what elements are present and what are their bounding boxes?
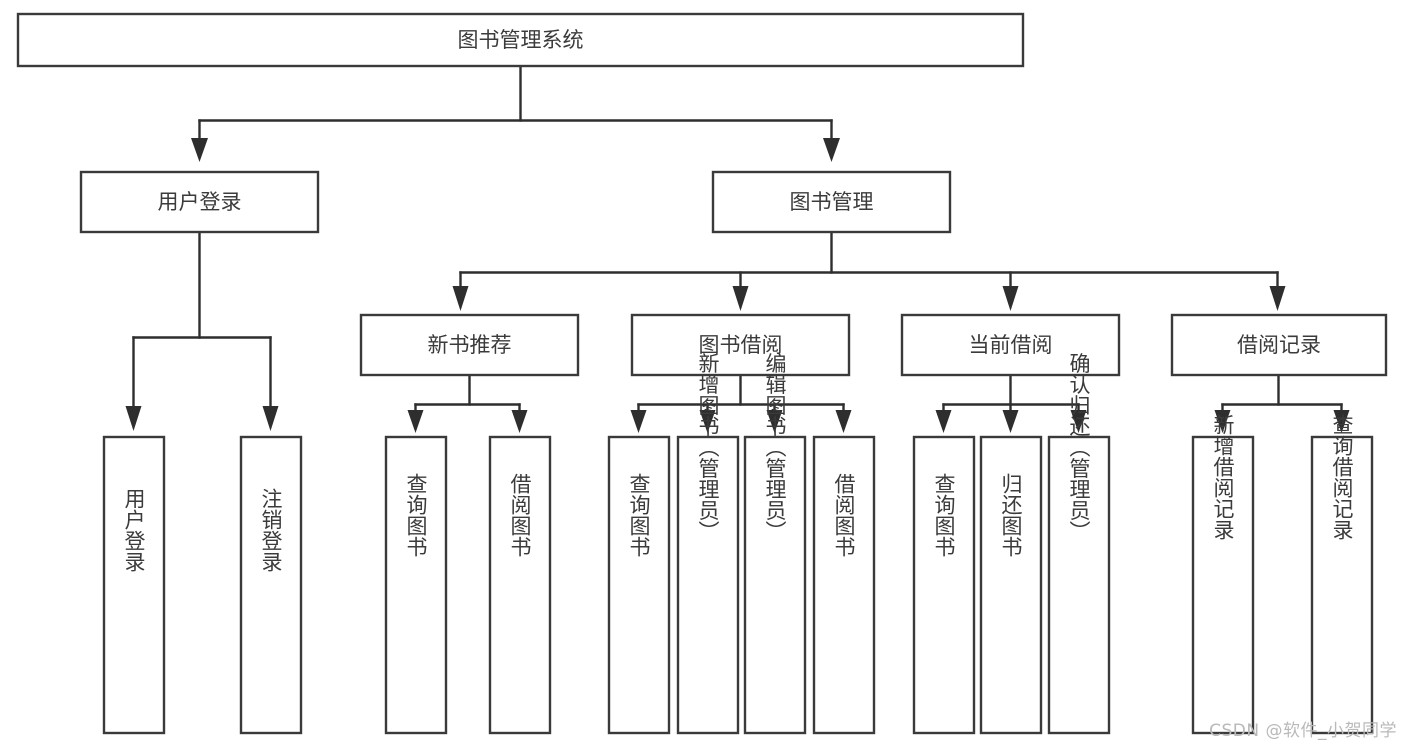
node-root[interactable]: 图书管理系统 (16, 12, 1025, 68)
node-leaf-user-login[interactable]: 用户登录 (102, 435, 166, 735)
node-leaf-borrow-book-2[interactable]: 借阅图书 (812, 435, 876, 735)
node-leaf-edit-book-admin-box[interactable] (743, 435, 807, 735)
arrow-borrow-record-leaf-2 (1333, 410, 1350, 433)
arrow-to-new-book-recommend (452, 286, 469, 311)
arrow-current-borrow-leaf-2 (1002, 410, 1019, 433)
node-leaf-query-book-2[interactable]: 查询图书 (607, 435, 671, 735)
arrow-borrow-record-leaf-1 (1214, 410, 1231, 433)
node-leaf-confirm-return-admin-label: 确认归还（管理员） (1067, 353, 1091, 542)
node-root-label: 图书管理系统 (458, 28, 584, 52)
node-new-book-recommend[interactable]: 新书推荐 (359, 313, 580, 377)
node-current-borrow-box[interactable] (900, 313, 1121, 377)
node-leaf-return-book-box[interactable] (979, 435, 1043, 735)
arrow-new-book-leaf-1 (407, 410, 424, 433)
arrow-to-current-borrow (1002, 286, 1019, 311)
arrow-book-borrow-leaf-3 (766, 410, 783, 433)
node-leaf-borrow-book-2-label: 借阅图书 (832, 473, 856, 557)
node-root-box[interactable] (16, 12, 1025, 68)
node-leaf-edit-book-admin-label: 编辑图书（管理员） (763, 353, 787, 542)
arrow-current-borrow-leaf-1 (935, 410, 952, 433)
node-leaf-return-book[interactable]: 归还图书 (979, 435, 1043, 735)
arrow-new-book-leaf-2 (511, 410, 528, 433)
node-leaf-user-login-label: 用户登录 (122, 488, 146, 572)
arrow-current-borrow-leaf-3 (1070, 410, 1087, 433)
arrow-root-to-user-login (191, 138, 208, 162)
node-leaf-logout-login-label: 注销登录 (259, 488, 283, 572)
node-user-login[interactable]: 用户登录 (79, 170, 320, 234)
node-leaf-add-borrow-record-box[interactable] (1191, 435, 1255, 735)
node-leaf-borrow-book-1-label: 借阅图书 (508, 473, 532, 557)
node-leaf-add-borrow-record[interactable]: 新增借阅记录 (1191, 414, 1255, 735)
connector-layer (125, 64, 1350, 433)
node-book-borrow-label: 图书借阅 (699, 333, 783, 357)
node-leaf-edit-book-admin[interactable]: 编辑图书（管理员） (743, 353, 807, 735)
node-user-login-box[interactable] (79, 170, 320, 234)
node-leaf-query-book-3-box[interactable] (912, 435, 976, 735)
csdn-watermark: CSDN @软件_小贺同学 (1209, 721, 1397, 741)
node-new-book-recommend-label: 新书推荐 (428, 333, 512, 357)
arrow-book-borrow-leaf-2 (699, 410, 716, 433)
arrow-to-borrow-record (1269, 286, 1286, 311)
node-leaf-confirm-return-admin[interactable]: 确认归还（管理员） (1047, 353, 1111, 735)
node-leaf-logout-login-box[interactable] (239, 435, 303, 735)
node-leaf-query-book-1[interactable]: 查询图书 (384, 435, 448, 735)
node-borrow-record[interactable]: 借阅记录 (1170, 313, 1388, 377)
node-leaf-query-borrow-record-box[interactable] (1310, 435, 1374, 735)
node-leaf-add-borrow-record-label: 新增借阅记录 (1211, 414, 1235, 540)
node-user-login-label: 用户登录 (158, 190, 242, 214)
node-leaf-query-book-3-label: 查询图书 (932, 473, 956, 557)
node-borrow-record-label: 借阅记录 (1237, 333, 1321, 357)
arrow-user-login-leaf-1 (125, 406, 142, 431)
node-leaf-return-book-label: 归还图书 (999, 473, 1023, 557)
node-leaf-borrow-book-1[interactable]: 借阅图书 (488, 435, 552, 735)
arrow-user-login-leaf-2 (262, 406, 279, 431)
node-leaf-query-book-2-label: 查询图书 (627, 473, 651, 557)
node-leaf-add-book-admin-box[interactable] (676, 435, 740, 735)
node-book-management[interactable]: 图书管理 (711, 170, 952, 234)
arrow-book-borrow-leaf-1 (630, 410, 647, 433)
arrow-book-borrow-leaf-4 (835, 410, 852, 433)
node-leaf-logout-login[interactable]: 注销登录 (239, 435, 303, 735)
node-current-borrow-label: 当前借阅 (969, 333, 1053, 357)
node-leaf-borrow-book-1-box[interactable] (488, 435, 552, 735)
node-book-management-label: 图书管理 (790, 190, 874, 214)
node-leaf-add-book-admin[interactable]: 新增图书（管理员） (676, 353, 740, 735)
node-leaf-confirm-return-admin-box[interactable] (1047, 435, 1111, 735)
node-leaf-query-borrow-record[interactable]: 查询借阅记录 (1310, 414, 1374, 735)
node-book-borrow-box[interactable] (630, 313, 851, 377)
node-leaf-add-book-admin-label: 新增图书（管理员） (696, 353, 720, 542)
node-new-book-recommend-box[interactable] (359, 313, 580, 377)
node-leaf-query-book-3[interactable]: 查询图书 (912, 435, 976, 735)
node-leaf-query-book-1-box[interactable] (384, 435, 448, 735)
node-leaf-query-book-2-box[interactable] (607, 435, 671, 735)
node-leaf-borrow-book-2-box[interactable] (812, 435, 876, 735)
node-borrow-record-box[interactable] (1170, 313, 1388, 377)
node-book-management-box[interactable] (711, 170, 952, 234)
node-leaf-query-borrow-record-label: 查询借阅记录 (1330, 414, 1354, 540)
arrow-root-to-book-management (823, 138, 840, 162)
node-current-borrow[interactable]: 当前借阅 (900, 313, 1121, 377)
node-leaf-user-login-box[interactable] (102, 435, 166, 735)
node-book-borrow[interactable]: 图书借阅 (630, 313, 851, 377)
node-leaf-query-book-1-label: 查询图书 (404, 473, 428, 557)
arrow-to-book-borrow (732, 286, 749, 311)
